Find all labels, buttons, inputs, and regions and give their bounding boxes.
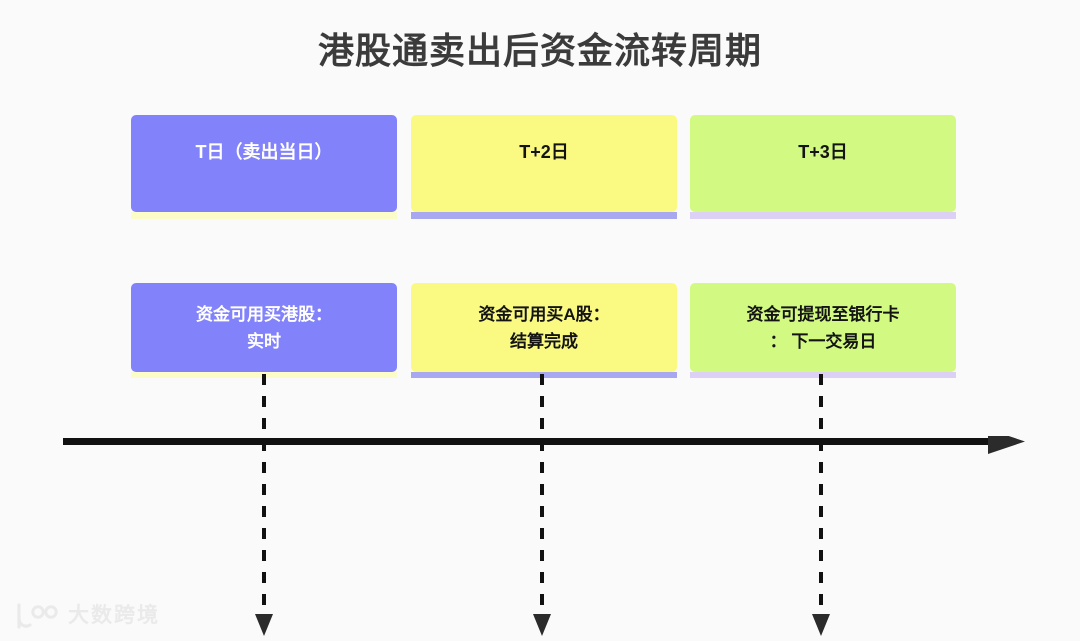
timeline-axis-arrow-icon	[63, 436, 1025, 454]
detail-box-t-day: 资金可用买港股： 实时	[131, 283, 397, 372]
stage-card-t-plus-2: T+2日	[411, 115, 677, 212]
page-title: 港股通卖出后资金流转周期	[317, 30, 762, 71]
stage-card-label: T+2日	[519, 142, 569, 162]
detail-line-1: 资金可用买港股：	[196, 304, 332, 324]
detail-box-t-plus-3: 资金可提现至银行卡 ： 下一交易日	[690, 283, 956, 372]
stage-card-underline	[690, 212, 956, 219]
connector-dashed-down-arrow-icon	[533, 374, 551, 636]
connector-dashed-down-arrow-icon	[812, 374, 830, 636]
detail-box-text: 资金可用买A股： 结算完成	[421, 301, 667, 355]
detail-line-2: ： 下一交易日	[769, 331, 877, 351]
detail-box-text: 资金可用买港股： 实时	[141, 301, 387, 355]
stage-card-t-day: T日（卖出当日）	[131, 115, 397, 212]
connector-dashed-down-arrow-icon	[255, 374, 273, 636]
watermark: 大数跨境	[14, 601, 160, 631]
watermark-text: 大数跨境	[68, 604, 160, 627]
detail-line-2: 结算完成	[510, 331, 578, 351]
stage-card-label: T+3日	[798, 142, 848, 162]
detail-box-t-plus-2: 资金可用买A股： 结算完成	[411, 283, 677, 372]
detail-line-1: 资金可用买A股：	[478, 304, 610, 324]
detail-line-1: 资金可提现至银行卡	[746, 304, 900, 324]
stage-card-label: T日（卖出当日）	[195, 142, 333, 162]
stage-card-underline	[411, 212, 677, 219]
stage-card-underline	[131, 212, 397, 219]
detail-box-text: 资金可提现至银行卡 ： 下一交易日	[700, 301, 946, 355]
detail-line-2: 实时	[247, 331, 281, 351]
stage-card-t-plus-3: T+3日	[690, 115, 956, 212]
brand-logo-icon	[17, 603, 58, 629]
